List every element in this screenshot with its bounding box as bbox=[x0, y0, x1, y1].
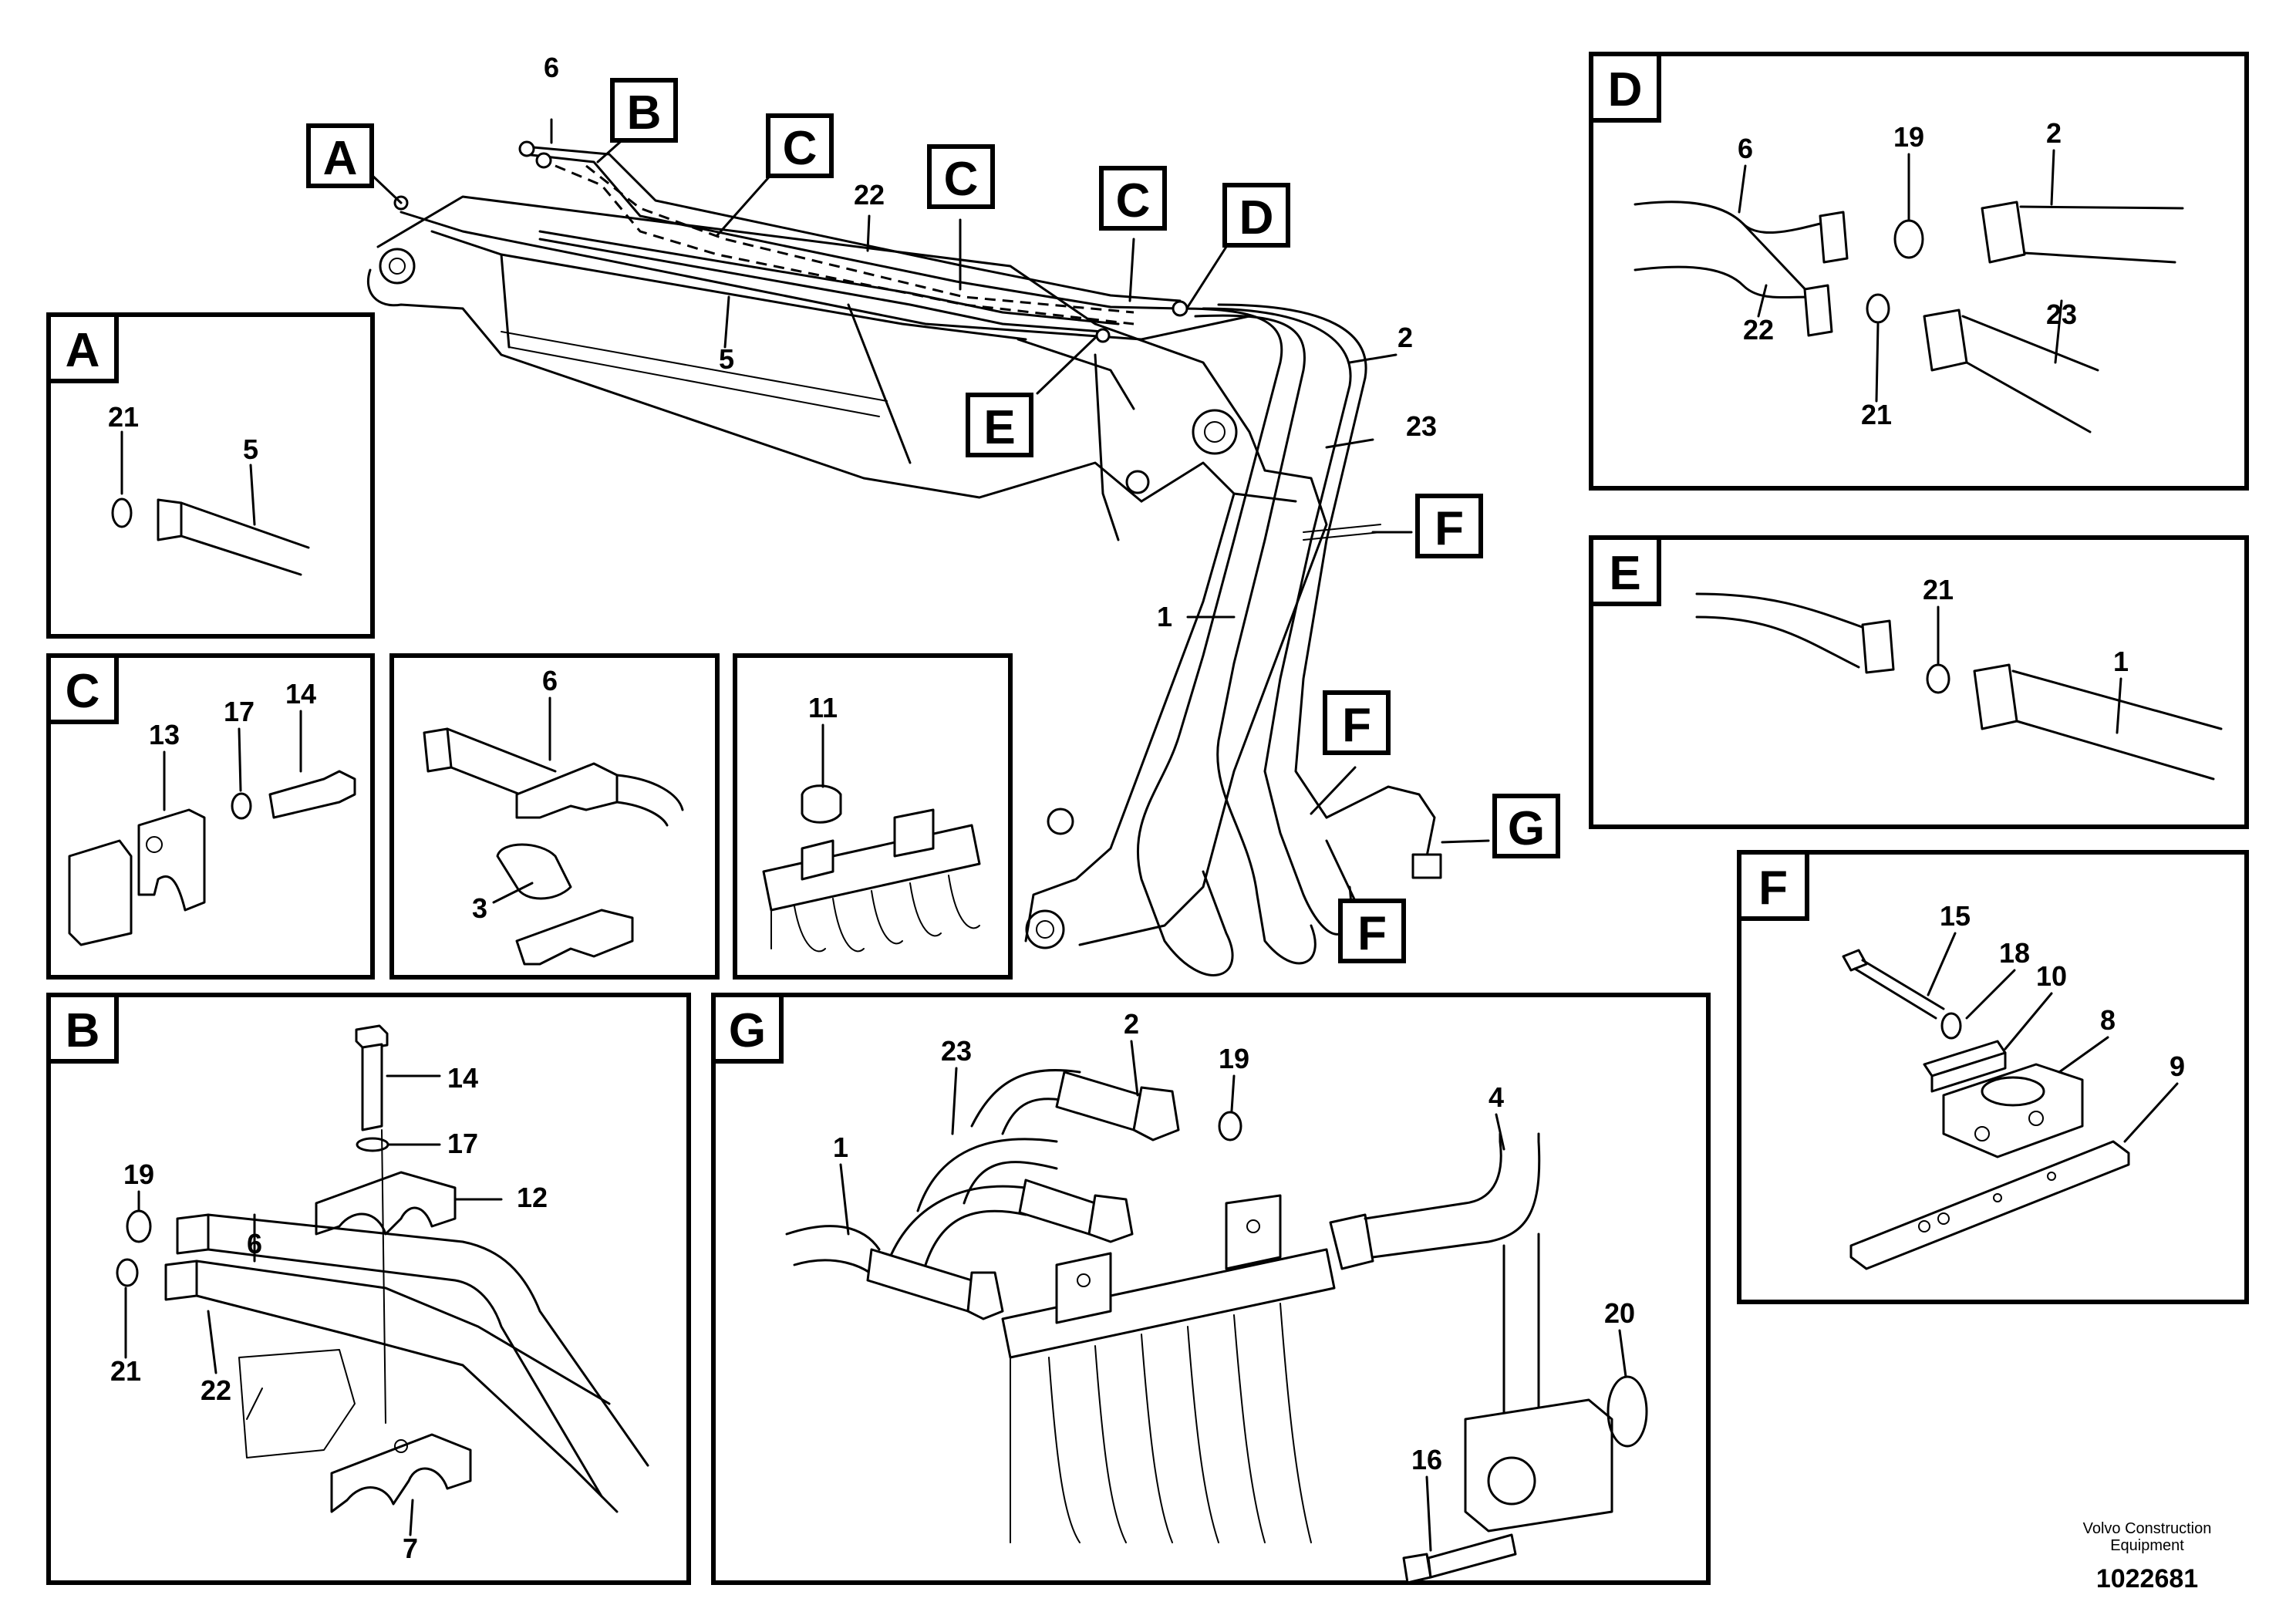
company-line-1: Volvo Construction bbox=[2083, 1520, 2212, 1537]
callout-f-main-3: F bbox=[1338, 899, 1406, 963]
svg-text:C: C bbox=[783, 122, 818, 175]
detail-pin-panel: 6 3 bbox=[389, 653, 720, 980]
detail-c-panel: C 13 17 14 bbox=[46, 653, 375, 980]
svg-text:F: F bbox=[1357, 907, 1387, 960]
svg-text:C: C bbox=[1116, 174, 1151, 228]
svg-text:17: 17 bbox=[224, 696, 255, 727]
label-23: 23 bbox=[1406, 410, 1437, 442]
svg-text:23: 23 bbox=[941, 1035, 972, 1067]
svg-text:21: 21 bbox=[108, 401, 139, 433]
callout-d-main: D bbox=[1222, 183, 1290, 248]
svg-text:B: B bbox=[627, 86, 662, 140]
svg-text:A: A bbox=[66, 324, 100, 377]
svg-text:20: 20 bbox=[1604, 1297, 1635, 1329]
callout-c-main-2: C bbox=[927, 144, 995, 209]
svg-text:E: E bbox=[983, 401, 1015, 454]
svg-text:2: 2 bbox=[1124, 1008, 1139, 1040]
svg-text:19: 19 bbox=[123, 1158, 154, 1190]
callout-b-main: B bbox=[610, 78, 678, 143]
svg-text:F: F bbox=[1342, 699, 1371, 752]
detail-d-panel: D 6 19 2 22 23 21 bbox=[1589, 52, 2249, 491]
svg-text:11: 11 bbox=[808, 692, 838, 723]
svg-text:21: 21 bbox=[1861, 399, 1892, 430]
callout-e-main: E bbox=[966, 393, 1033, 457]
callout-a-main: A bbox=[306, 123, 374, 188]
svg-text:F: F bbox=[1435, 502, 1464, 555]
svg-text:G: G bbox=[1508, 802, 1545, 855]
callout-c-main-3: C bbox=[1099, 166, 1167, 231]
label-5: 5 bbox=[719, 343, 734, 375]
detail-a-panel: A 21 5 bbox=[46, 312, 375, 639]
svg-text:15: 15 bbox=[1940, 900, 1971, 932]
svg-text:16: 16 bbox=[1411, 1444, 1442, 1475]
svg-text:D: D bbox=[1608, 63, 1643, 116]
svg-text:10: 10 bbox=[2036, 960, 2067, 992]
svg-text:14: 14 bbox=[447, 1062, 478, 1094]
main-part-numbers: 6 22 5 2 23 1 bbox=[544, 52, 1437, 632]
detail-g-panel: G 2 23 19 4 1 20 16 bbox=[711, 993, 1711, 1585]
o-ring-21 bbox=[111, 497, 133, 528]
footer-block: Volvo Construction Equipment 1022681 bbox=[2083, 1520, 2212, 1593]
label-6: 6 bbox=[544, 52, 559, 83]
svg-text:19: 19 bbox=[1893, 121, 1924, 153]
svg-text:3: 3 bbox=[472, 892, 487, 924]
svg-text:2: 2 bbox=[2046, 117, 2062, 149]
svg-text:21: 21 bbox=[1923, 574, 1954, 605]
svg-text:13: 13 bbox=[149, 719, 180, 750]
svg-text:G: G bbox=[729, 1004, 766, 1057]
detail-e-panel: E 21 1 bbox=[1589, 535, 2249, 829]
svg-text:C: C bbox=[944, 153, 979, 206]
label-1: 1 bbox=[1157, 601, 1172, 632]
svg-text:7: 7 bbox=[403, 1533, 418, 1564]
svg-text:12: 12 bbox=[517, 1182, 548, 1213]
main-callout-leaders bbox=[369, 118, 1490, 904]
main-boom-illustration bbox=[366, 140, 1442, 976]
svg-text:19: 19 bbox=[1219, 1043, 1249, 1074]
svg-text:5: 5 bbox=[243, 433, 258, 465]
label-2: 2 bbox=[1397, 322, 1413, 353]
svg-text:1: 1 bbox=[2113, 646, 2129, 677]
detail-f-panel: F 15 18 10 8 9 bbox=[1737, 850, 2249, 1304]
svg-text:6: 6 bbox=[1738, 133, 1753, 164]
svg-text:A: A bbox=[323, 132, 358, 185]
detail-11-panel: 11 bbox=[733, 653, 1013, 980]
svg-text:17: 17 bbox=[447, 1128, 478, 1159]
company-line-2: Equipment bbox=[2110, 1537, 2184, 1554]
svg-text:D: D bbox=[1239, 191, 1274, 244]
svg-text:B: B bbox=[66, 1004, 100, 1057]
svg-text:4: 4 bbox=[1489, 1081, 1504, 1113]
callout-c-main-1: C bbox=[766, 113, 834, 178]
svg-text:22: 22 bbox=[1743, 314, 1774, 346]
drawing-number: 1022681 bbox=[2096, 1564, 2198, 1593]
svg-text:22: 22 bbox=[201, 1374, 231, 1406]
callout-g-main: G bbox=[1492, 794, 1560, 858]
svg-text:F: F bbox=[1758, 862, 1788, 915]
svg-text:21: 21 bbox=[110, 1355, 141, 1387]
callout-f-main-2: F bbox=[1323, 690, 1391, 755]
detail-b-panel: B 14 17 12 19 6 21 22 7 bbox=[46, 993, 691, 1585]
svg-text:E: E bbox=[1609, 547, 1640, 600]
svg-text:9: 9 bbox=[2170, 1050, 2185, 1082]
svg-text:C: C bbox=[66, 665, 100, 718]
svg-text:6: 6 bbox=[542, 665, 558, 696]
label-22: 22 bbox=[854, 179, 885, 211]
callout-f-main-1: F bbox=[1415, 494, 1483, 558]
svg-text:8: 8 bbox=[2100, 1004, 2116, 1036]
svg-text:14: 14 bbox=[285, 678, 316, 710]
svg-text:1: 1 bbox=[833, 1131, 848, 1163]
svg-text:18: 18 bbox=[1999, 937, 2030, 969]
